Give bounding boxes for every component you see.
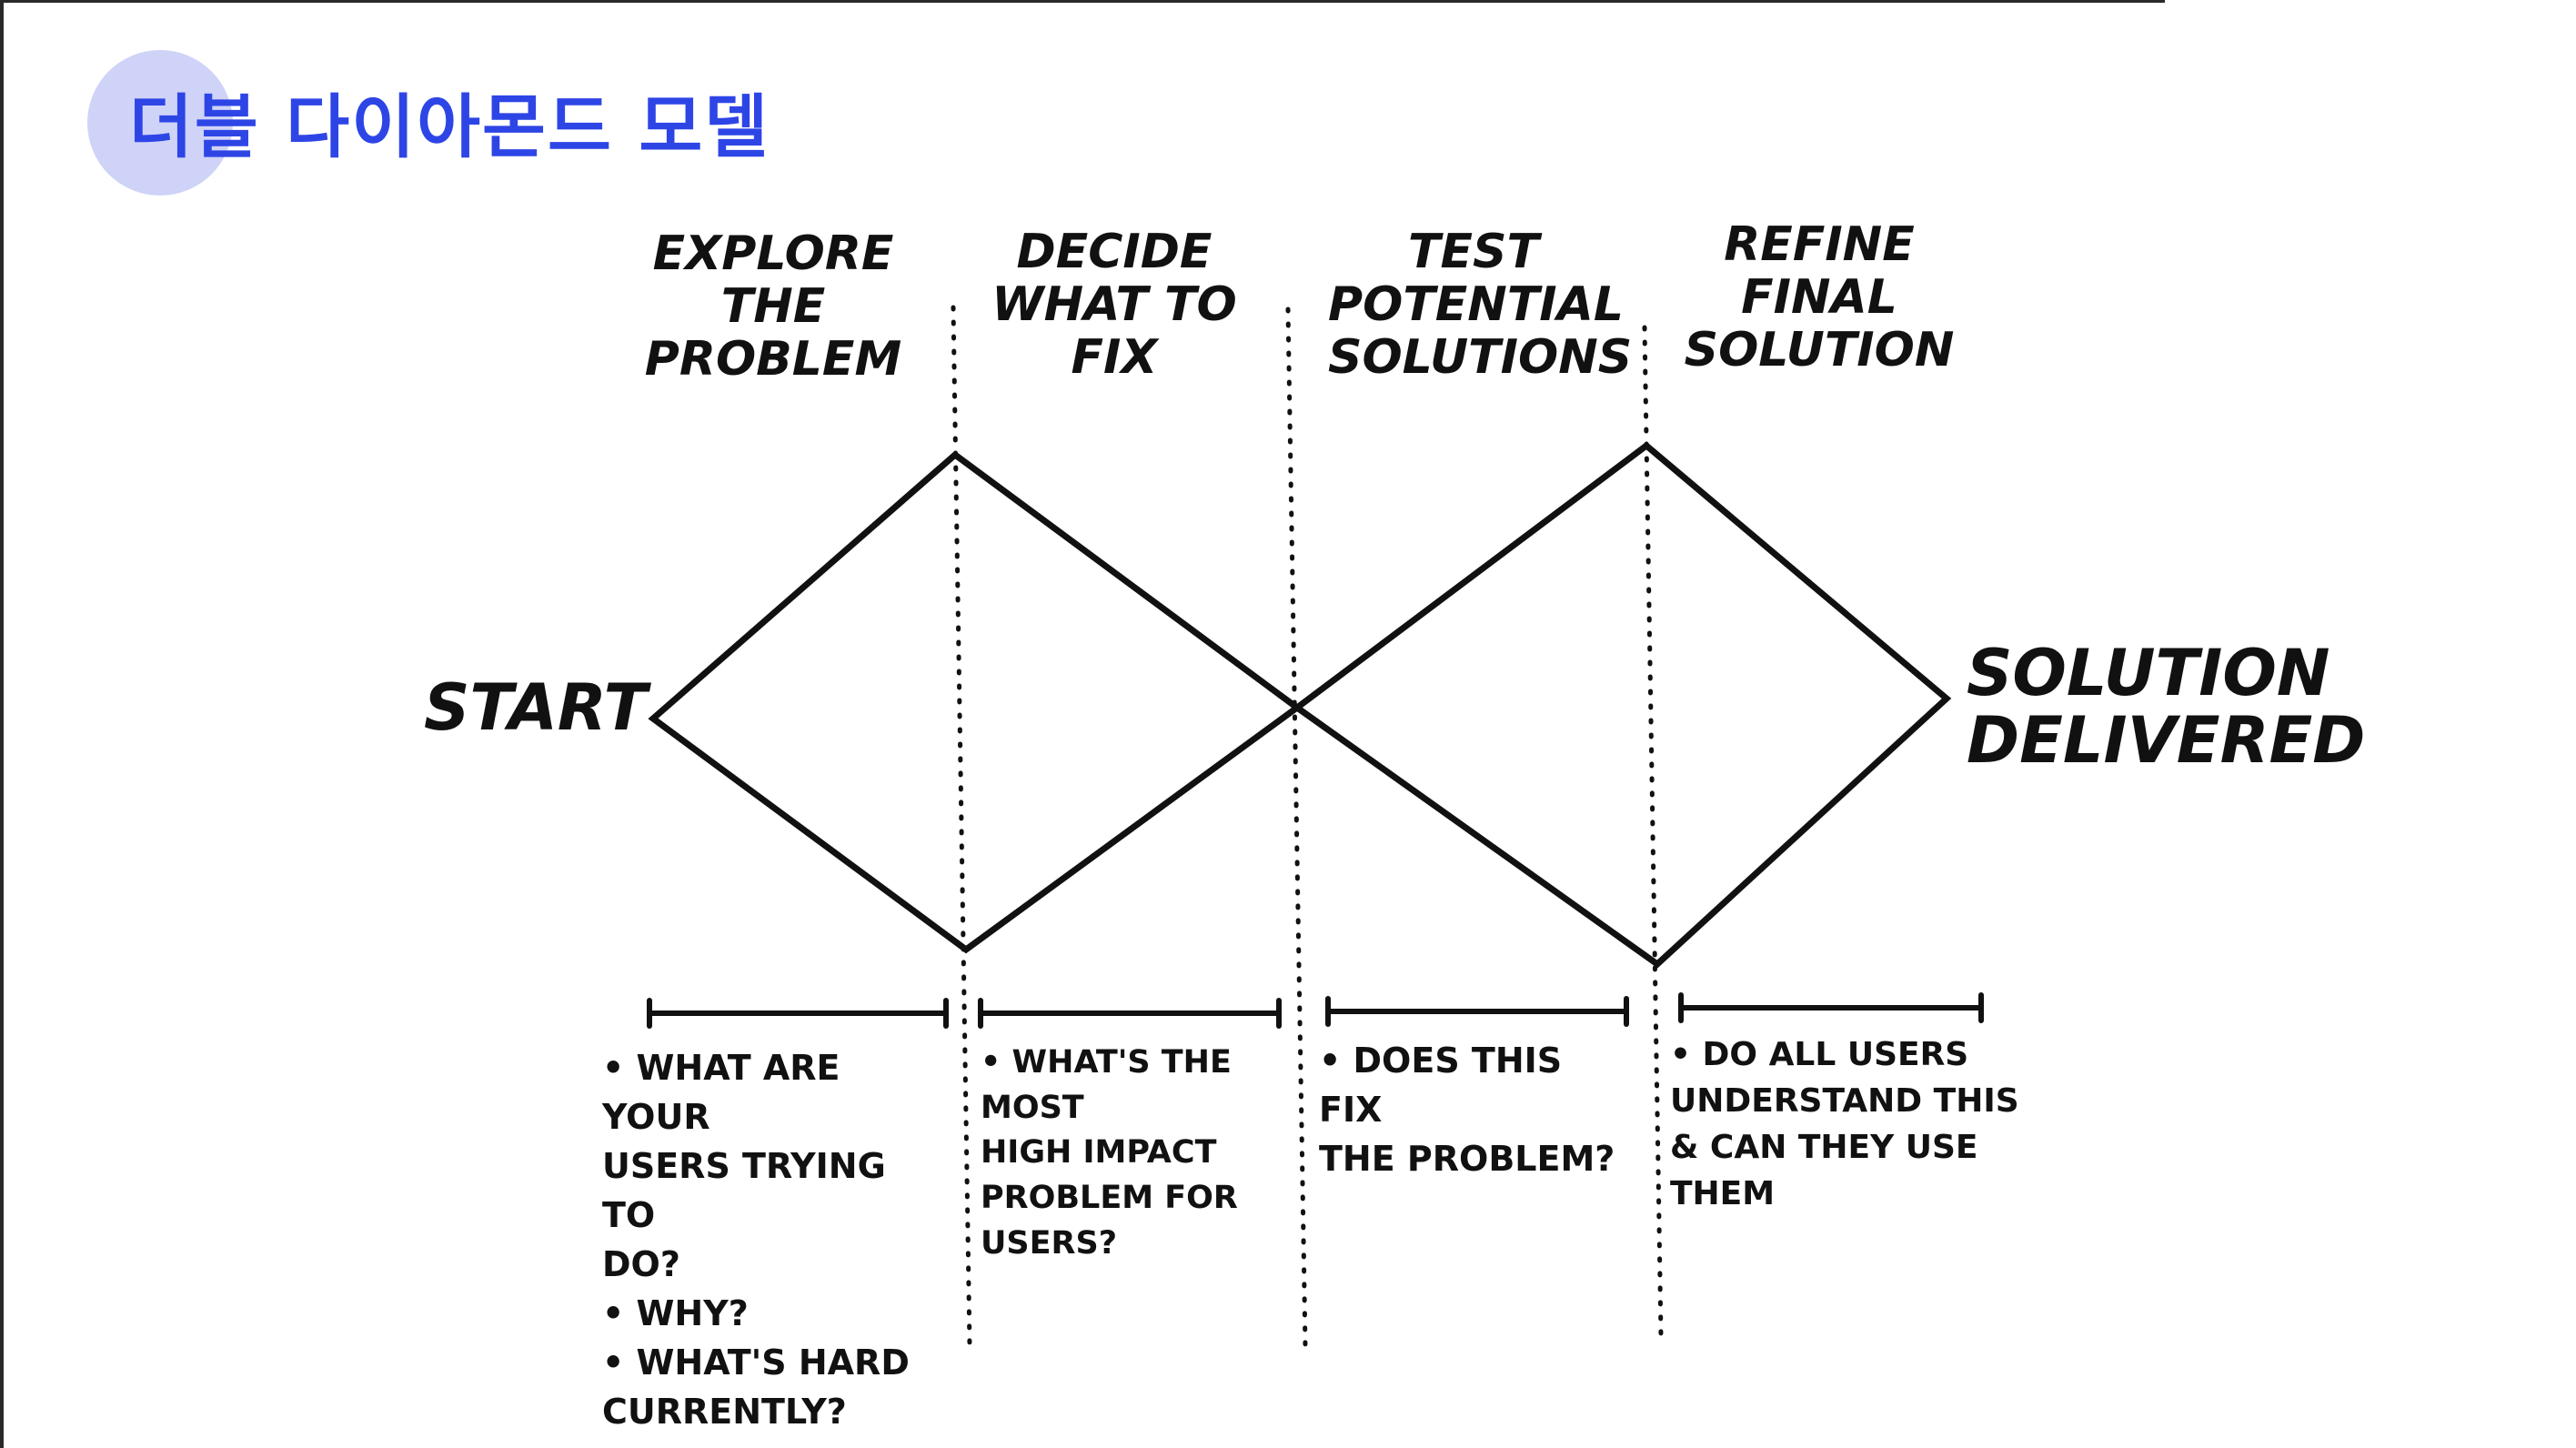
range-bar-4 <box>1678 992 1984 1023</box>
diamond-problem <box>648 450 1303 954</box>
range-bar-3 <box>1325 996 1629 1027</box>
page-title: 더블 다이아몬드 모델 <box>129 86 770 167</box>
top-border <box>0 0 2165 3</box>
range-bar-1 <box>647 998 949 1029</box>
phase-label-decide: DECIDE WHAT TO FIX <box>991 225 1237 386</box>
start-label: START <box>424 670 648 745</box>
diamond-solution <box>1292 441 1952 969</box>
phase-label-explore: EXPLORE THE PROBLEM <box>644 226 902 387</box>
divider-1 <box>951 305 972 1349</box>
title-accent-circle <box>87 50 233 196</box>
note-decide: • WHAT'S THE MOST HIGH IMPACT PROBLEM FO… <box>981 1044 1238 1262</box>
end-label: SOLUTION DELIVERED <box>1967 636 2366 778</box>
note-explore: • WHAT ARE YOUR USERS TRYING TO DO? • WH… <box>602 1048 910 1432</box>
note-refine: • DO ALL USERS UNDERSTAND THIS & CAN THE… <box>1670 1036 2019 1213</box>
divider-3 <box>1642 325 1664 1338</box>
note-test: • DOES THIS FIX THE PROBLEM? <box>1319 1041 1615 1179</box>
left-border <box>0 0 4 1448</box>
divider-2 <box>1285 307 1308 1349</box>
range-bar-2 <box>978 998 1282 1029</box>
phase-label-refine: REFINE FINAL SOLUTION <box>1684 217 1955 378</box>
phase-label-test: TEST POTENTIAL SOLUTIONS <box>1328 225 1633 386</box>
